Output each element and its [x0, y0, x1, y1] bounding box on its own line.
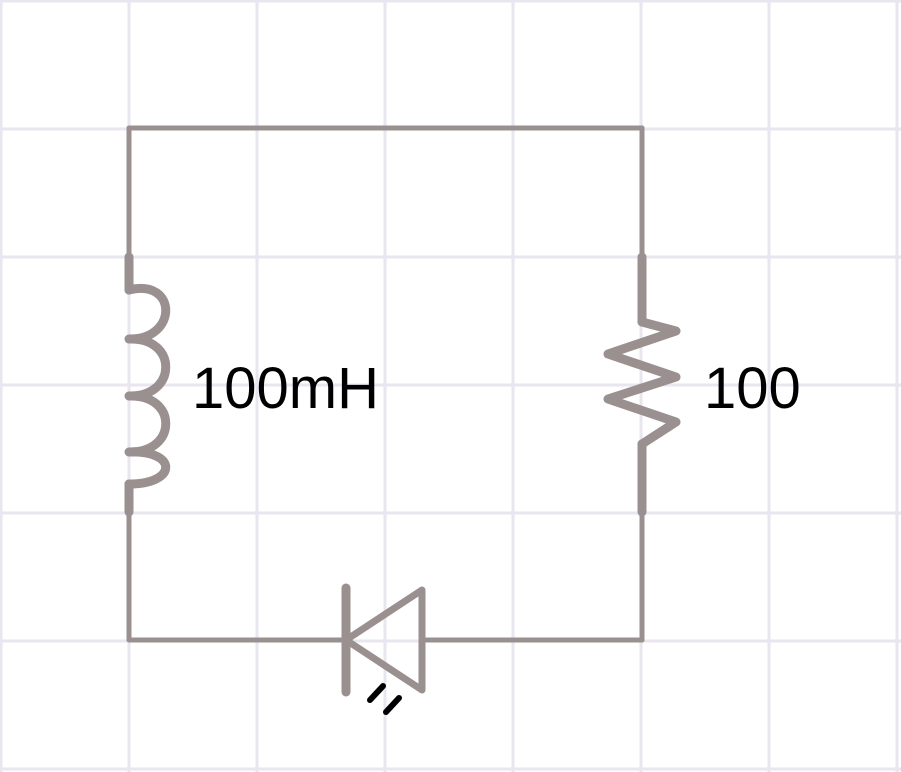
led-triangle [342, 586, 426, 694]
wires [126, 125, 645, 643]
led-arrow-2 [383, 695, 402, 715]
resistor-value-label: 100 [704, 356, 801, 421]
led-icon [341, 583, 426, 715]
inductor-icon [124, 252, 171, 517]
resistor-icon [603, 252, 681, 517]
inductor-value-label: 100mH [192, 356, 379, 421]
led-arrow-1 [367, 683, 386, 703]
